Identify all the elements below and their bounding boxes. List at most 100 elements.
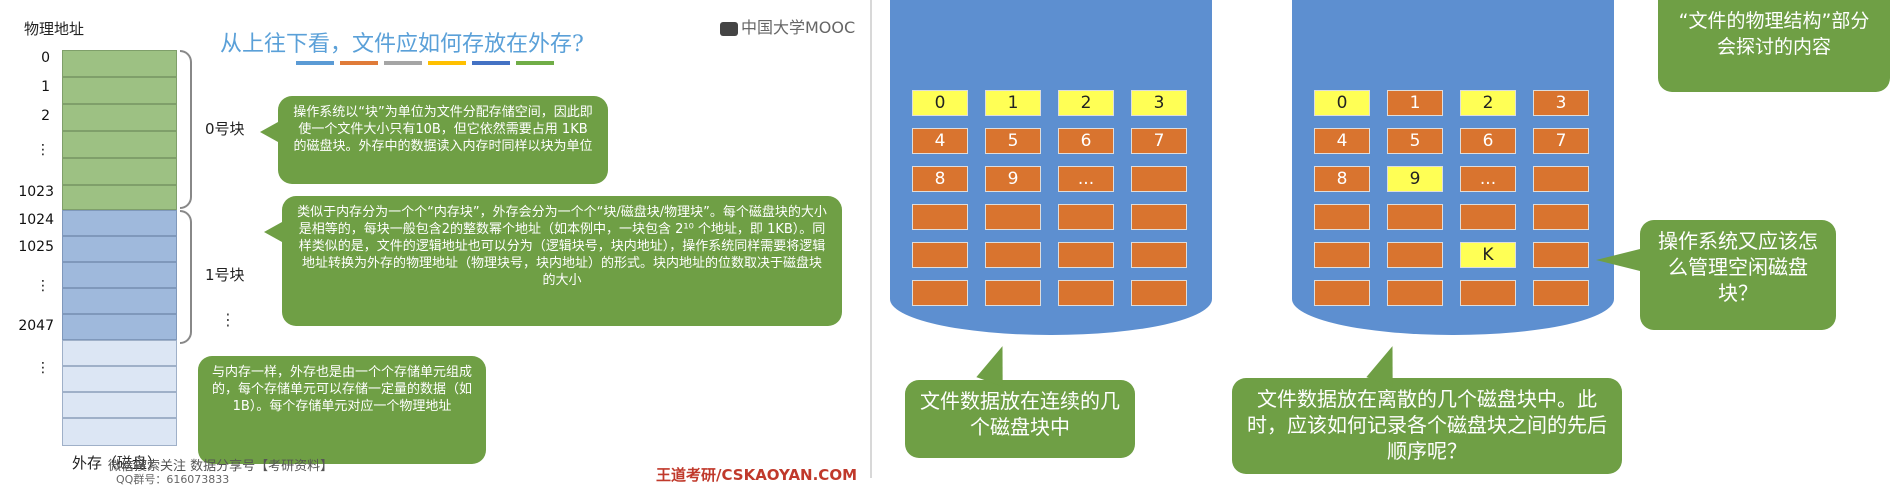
cyl2-disk-block: 1: [1387, 90, 1443, 116]
cyl2-disk-block: [1460, 204, 1516, 230]
color-bar: [516, 61, 554, 65]
address-label: 1025: [18, 239, 54, 255]
footer-overlay-text: 微信搜索关注 数据分享号【考研资料】: [108, 459, 334, 474]
cyl1-disk-block: 7: [1131, 128, 1187, 154]
slide-title: 从上往下看，文件应如何存放在外存?: [220, 32, 584, 57]
storage-cell: [62, 288, 177, 314]
physical-address-title: 物理地址: [24, 20, 85, 38]
storage-cell: [62, 340, 177, 366]
cyl1-disk-block: [912, 242, 968, 268]
cyl1-disk-block: 0: [912, 90, 968, 116]
cyl2-disk-block: 5: [1387, 128, 1443, 154]
cyl2-disk-block: 3: [1533, 90, 1589, 116]
cyl1-disk-block: 9: [985, 166, 1041, 192]
continuous-storage-bubble: 文件数据放在连续的几个磁盘块中: [905, 380, 1135, 458]
cyl2-disk-block: 9: [1387, 166, 1443, 192]
cyl1-disk-block: 1: [985, 90, 1041, 116]
storage-cell: [62, 392, 177, 418]
storage-cell: [62, 210, 177, 236]
address-label: 2: [41, 108, 50, 124]
block1-label: 1号块: [205, 266, 245, 284]
storage-cell: [62, 314, 177, 340]
block0-label: 0号块: [205, 120, 245, 138]
cyl2-disk-block: [1387, 204, 1443, 230]
cyl2-disk-block: [1533, 280, 1589, 306]
external-storage-label: 外存（磁盘）: [72, 454, 163, 472]
left-slide: 物理地址 0 1 2 ⋮ 1023 1024 1025 ⋮ 2047 ⋮ 从上往…: [0, 0, 870, 486]
cyl1-disk-block: [985, 280, 1041, 306]
footer-brand: 王道考研/CSKAOYAN.COM: [656, 466, 857, 484]
storage-cell: [62, 50, 177, 77]
storage-unit-bubble: 与内存一样，外存也是由一个个存储单元组成的，每个存储单元可以存储一定量的数据（如…: [198, 356, 486, 464]
free-bubble-tail: [1596, 248, 1644, 272]
color-bar: [340, 61, 378, 65]
address-label: ⋮: [36, 142, 50, 158]
discrete-storage-bubble: 文件数据放在离散的几个磁盘块中。此时，应该如何记录各个磁盘块之间的先后顺序呢？: [1232, 378, 1622, 474]
cyl2-disk-block: [1387, 242, 1443, 268]
cyl1-disk-block: [1131, 242, 1187, 268]
mooc-icon: [720, 21, 738, 36]
cyl1-disk-block: 8: [912, 166, 968, 192]
cyl1-disk-block: 3: [1131, 90, 1187, 116]
cyl1-disk-block: 2: [1058, 90, 1114, 116]
cyl1-disk-block: 4: [912, 128, 968, 154]
cyl2-disk-block: 8: [1314, 166, 1370, 192]
cyl2-disk-block: K: [1460, 242, 1516, 268]
cyl2-disk-block: [1533, 166, 1589, 192]
cyl1-disk-block: [1058, 204, 1114, 230]
cyl1-disk-block: 5: [985, 128, 1041, 154]
cyl2-disk-block: [1533, 242, 1589, 268]
cyl1-disk-block: [1131, 280, 1187, 306]
block-allocation-bubble: 操作系统以“块”为单位为文件分配存储空间，因此即使一个文件大小只有10B，但它依…: [260, 96, 608, 184]
cyl2-disk-block: [1314, 204, 1370, 230]
cyl2-disk-block: ...: [1460, 166, 1516, 192]
mooc-logo: 中国大学MOOC: [720, 14, 855, 38]
address-label: ⋮: [36, 360, 50, 376]
mooc-text: 中国大学MOOC: [741, 18, 856, 37]
address-label: 1024: [18, 212, 54, 228]
color-bar: [384, 61, 422, 65]
address-label: ⋮: [36, 278, 50, 294]
cyl2-disk-block: [1314, 242, 1370, 268]
storage-cell: [62, 131, 177, 158]
storage-cell: [62, 104, 177, 131]
color-bar: [296, 61, 334, 65]
storage-cell: [62, 158, 177, 185]
cyl2-disk-block: 4: [1314, 128, 1370, 154]
footer-qq: QQ群号：616073833: [116, 473, 230, 486]
storage-cell: [62, 236, 177, 262]
cyl2-disk-block: 0: [1314, 90, 1370, 116]
block1-brace: [180, 210, 192, 344]
cyl2-disk-block: 2: [1460, 90, 1516, 116]
cyl2-disk-block: [1460, 280, 1516, 306]
disk-block-bubble: 类似于内存分为一个个“内存块”，外存会分为一个个“块/磁盘块/物理块”。每个磁盘…: [264, 196, 842, 326]
cyl1-disk-block: [985, 204, 1041, 230]
cyl2-disk-block: [1387, 280, 1443, 306]
storage-cell: [62, 366, 177, 392]
storage-cell: [62, 185, 177, 210]
cyl1-disk-block: [1058, 280, 1114, 306]
cyl1-disk-block: [1131, 166, 1187, 192]
slide-divider: [870, 0, 872, 478]
storage-cell: [62, 262, 177, 288]
cyl2-disk-block: 7: [1533, 128, 1589, 154]
address-label: 1: [41, 79, 50, 95]
free-block-bubble: 操作系统又应该怎么管理空闲磁盘块？: [1640, 220, 1836, 330]
storage-cell: [62, 77, 177, 104]
block0-brace: [180, 50, 192, 209]
address-label: 1023: [18, 184, 54, 200]
physical-structure-note: “文件的物理结构”部分会探讨的内容: [1658, 0, 1890, 92]
cyl2-disk-block: [1314, 280, 1370, 306]
cyl1-disk-block: [1131, 204, 1187, 230]
cyl2-disk-block: 6: [1460, 128, 1516, 154]
color-bar: [472, 61, 510, 65]
address-label: 0: [41, 50, 50, 66]
continuation-dots: ⋮: [220, 310, 236, 329]
cyl2-disk-block: [1533, 204, 1589, 230]
cyl1-disk-block: ...: [1058, 166, 1114, 192]
color-bar: [428, 61, 466, 65]
cyl1-disk-block: [1058, 242, 1114, 268]
cyl1-disk-block: [912, 280, 968, 306]
cyl1-disk-block: [985, 242, 1041, 268]
